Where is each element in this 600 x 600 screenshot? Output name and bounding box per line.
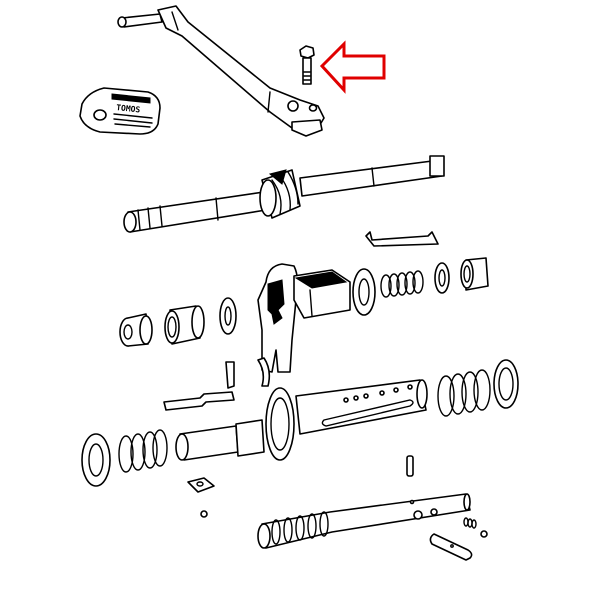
- large-washer: [352, 268, 376, 316]
- highlight-arrow-icon: [319, 40, 386, 94]
- short-bushing: [460, 257, 489, 291]
- detent-ball: [480, 530, 488, 538]
- threaded-selector-rod: [257, 493, 471, 549]
- selector-box: [293, 269, 351, 319]
- washer: [219, 297, 237, 335]
- wire-clip: [365, 231, 439, 247]
- curved-guide: [225, 357, 271, 389]
- splined-shaft-with-gear: [123, 155, 445, 233]
- lock-pin: [429, 533, 473, 561]
- dowel-pin: [406, 455, 414, 477]
- oil-seal-right: [493, 359, 519, 409]
- square-nut: [187, 477, 215, 493]
- small-spring: [380, 270, 424, 298]
- main-selector-shaft: [175, 379, 428, 461]
- thin-washer: [434, 262, 450, 294]
- oil-seal-left: [81, 433, 111, 487]
- sleeve: [164, 305, 205, 345]
- bushing: [119, 313, 153, 347]
- pedal-brand-text: TOMOS: [116, 103, 141, 114]
- detent-spring: [463, 517, 477, 529]
- bolt: [299, 45, 315, 85]
- large-spring-right: [437, 369, 491, 417]
- shift-fork: [257, 263, 299, 373]
- shift-lever-arm: [117, 5, 325, 137]
- large-spring-left: [118, 429, 168, 473]
- shift-pedal-rubber: TOMOS: [79, 87, 161, 135]
- ball: [200, 510, 208, 518]
- flat-key: [163, 391, 235, 411]
